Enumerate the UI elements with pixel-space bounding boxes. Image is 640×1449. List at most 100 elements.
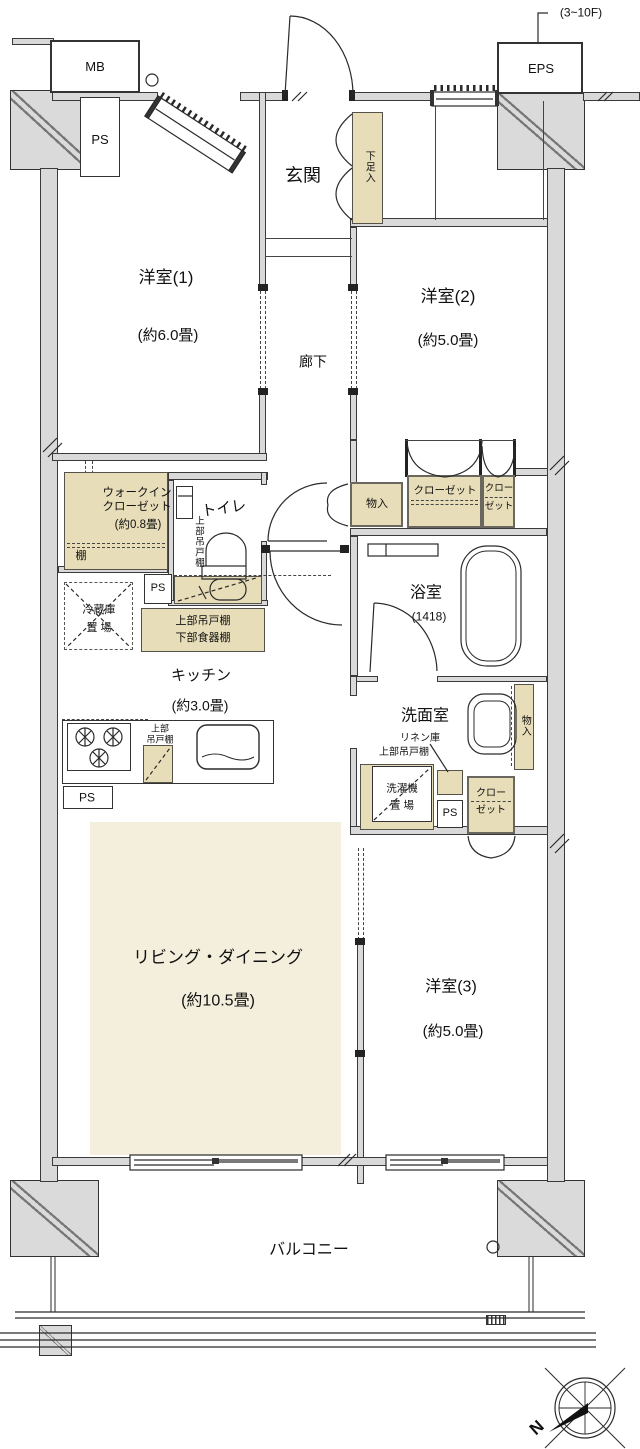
wall-cap: [258, 284, 268, 291]
bathroom-size: (1418): [411, 609, 447, 624]
wic-shelf-dash: [67, 543, 165, 544]
kitchen-cabinet-line2: 下部食器棚: [175, 632, 231, 645]
toilet-tank: [201, 565, 247, 580]
walk-in-closet: [64, 472, 168, 570]
closet-wide: [407, 475, 482, 528]
balcony-drain-grate: [486, 1315, 506, 1325]
washroom-closet-line2: ゼット: [476, 804, 506, 816]
compass: [544, 1367, 626, 1449]
meter-box: [50, 40, 140, 93]
door-jamb: [282, 90, 288, 101]
sliding-opening: [358, 848, 359, 940]
bath-shelf: [367, 543, 439, 557]
washer-line1: 洗濯機: [386, 782, 418, 795]
wic-shelf-label: 棚: [75, 550, 87, 563]
wall-bath-top: [350, 528, 547, 536]
wall-hatch: [42, 437, 63, 458]
wall-left-band: [40, 168, 58, 1182]
floor-note-bracket: [537, 12, 548, 42]
hall-storage-doors: [326, 483, 349, 527]
corridor-label: 廊下: [299, 353, 327, 370]
bathtub-outer: [460, 545, 522, 667]
compass-needle: [549, 1403, 588, 1432]
eps-box: [497, 42, 583, 94]
hall-storage: [350, 482, 403, 527]
entrance-label: 玄関: [285, 165, 321, 186]
kitchen-upper-line1: 上部: [149, 723, 171, 734]
pipe-space-top: [80, 97, 120, 177]
entrance-step-line: [265, 256, 352, 257]
wall-room2-top: [350, 218, 548, 227]
pillar-bottom-left: [10, 1180, 99, 1257]
angled-louver-window: [144, 92, 247, 174]
closet-jamb: [479, 439, 482, 477]
sliding-opening: [260, 291, 261, 389]
closet-narrow-line2: ゼット: [484, 501, 514, 513]
sliding-opening: [265, 291, 266, 389]
room2-name: 洋室(2): [420, 287, 476, 307]
bath-door-arc: [373, 602, 438, 672]
fridge-line2: 置 場: [84, 622, 114, 635]
wall-room1-bottom: [52, 453, 267, 461]
toilet-bowl: [205, 532, 247, 566]
entrance-door-arc: [289, 15, 354, 96]
living-dining-floor: [90, 822, 341, 1155]
closet-doors: [481, 445, 516, 478]
wall-segment: [350, 676, 357, 696]
sliding-opening: [356, 291, 357, 389]
closet-narrow: [482, 475, 515, 528]
wall-hatch: [337, 1153, 357, 1167]
room1-size: (約6.0畳): [137, 327, 199, 345]
pipe-space-kitchen: [63, 786, 113, 809]
ld-name: リビング・ダイニング: [133, 948, 303, 968]
eps-label: EPS: [527, 61, 555, 77]
ld-door-arc: [269, 550, 343, 626]
pipe-space-kitchen-label: PS: [78, 790, 96, 805]
closet-dash: [411, 500, 478, 501]
wall-segment: [261, 472, 267, 485]
wall-hatch: [549, 455, 570, 476]
linen-cabinet: [437, 770, 463, 795]
room3-size: (約5.0畳): [422, 1023, 484, 1041]
fridge-line1: 冷蔵庫: [80, 604, 118, 617]
balcony-label: バルコニー: [269, 1241, 349, 1259]
wall-cap: [258, 388, 268, 395]
closet-jamb: [405, 439, 408, 477]
toilet-seat: [209, 578, 247, 601]
shoe-cabinet: [352, 112, 383, 224]
closet-doors: [406, 440, 483, 478]
wall-cap: [355, 1050, 365, 1057]
wall-segment: [350, 536, 358, 676]
washroom-closet-line1: クロー: [476, 787, 506, 799]
kitchen-upper-line2: 吊戸棚: [145, 734, 175, 745]
kitchen-name: キッチン: [170, 667, 232, 685]
closet-wide-label: クローゼット: [413, 484, 477, 497]
floor-note: (3~10F): [559, 5, 603, 20]
toilet-counter-dash: [174, 575, 331, 576]
pipe-space-washroom-label: PS: [442, 807, 458, 820]
toilet-door-arc: [267, 482, 328, 542]
pipe-space-mid-label: PS: [150, 582, 166, 595]
wall-right-band: [547, 168, 565, 1182]
shoe-cabinet-doors: [335, 113, 353, 221]
meter-box-label: MB: [85, 59, 105, 75]
entrance-door-leaf: [284, 15, 291, 96]
hall-storage-label: 物入: [366, 498, 388, 511]
balcony-railing: [15, 1311, 585, 1319]
alcove-line: [435, 101, 436, 220]
wall-hatch: [291, 91, 308, 102]
kitchen-sink: [196, 724, 260, 770]
wall-bath-bottom: [437, 676, 547, 682]
closet-narrow-line1: クロー: [484, 483, 514, 495]
toilet-counter-diagonal: [177, 577, 257, 602]
pipe-space-top-label: PS: [91, 132, 109, 148]
linen-pointer: [429, 743, 449, 773]
entrance-step-line: [265, 238, 352, 239]
wall-toilet-top: [168, 472, 268, 480]
room2-size: (約5.0畳): [417, 332, 479, 350]
sliding-opening: [351, 291, 352, 389]
kitchen-cabinet: [141, 608, 265, 652]
washroom-storage: [514, 684, 534, 770]
